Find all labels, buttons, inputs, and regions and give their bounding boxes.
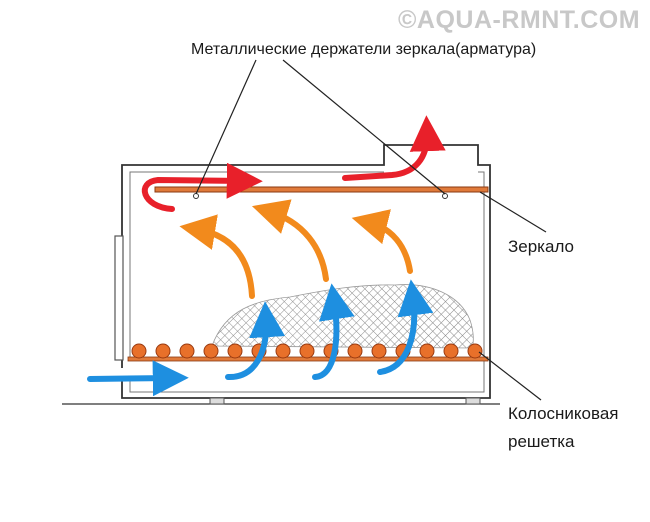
hot-arrow-left xyxy=(141,162,263,212)
furnace-foot-right xyxy=(465,397,481,405)
mirror-rod xyxy=(154,186,489,193)
hot-air-arrows xyxy=(141,115,446,212)
cold-arrow-3 xyxy=(377,279,434,375)
cold-air-arrows xyxy=(87,279,434,397)
furnace-inner-wall xyxy=(129,171,485,393)
label-grate-line1: Колосниковая xyxy=(508,404,619,423)
leader-grate xyxy=(478,351,542,401)
leader-holder-left xyxy=(195,59,257,195)
warm-arrow-3 xyxy=(351,209,413,274)
label-grate-line2: решетка xyxy=(508,432,575,451)
mirror-holder-right xyxy=(442,193,448,199)
warm-arrow-2 xyxy=(251,199,329,282)
leader-holder-right xyxy=(282,59,446,195)
cold-arrow-2 xyxy=(312,283,355,380)
hot-arrow-exit xyxy=(342,115,446,181)
watermark: ©AQUA-RMNT.COM xyxy=(398,6,641,34)
warm-arrow-1 xyxy=(179,214,255,299)
furnace-door xyxy=(114,235,124,361)
cold-arrow-1 xyxy=(225,301,286,381)
warm-air-arrows xyxy=(179,199,413,299)
leader-mirror xyxy=(479,191,547,233)
label-mirror-holders: Металлические держатели зеркала(арматура… xyxy=(191,41,537,58)
grate-balls xyxy=(131,343,483,359)
label-mirror: Зеркало xyxy=(508,237,575,256)
furnace-foot-left xyxy=(209,397,225,405)
label-grate: Колосниковая решетка xyxy=(508,400,619,456)
leader-lines xyxy=(195,59,547,401)
mirror-holder-left xyxy=(193,193,199,199)
cold-arrow-inlet xyxy=(87,360,189,397)
